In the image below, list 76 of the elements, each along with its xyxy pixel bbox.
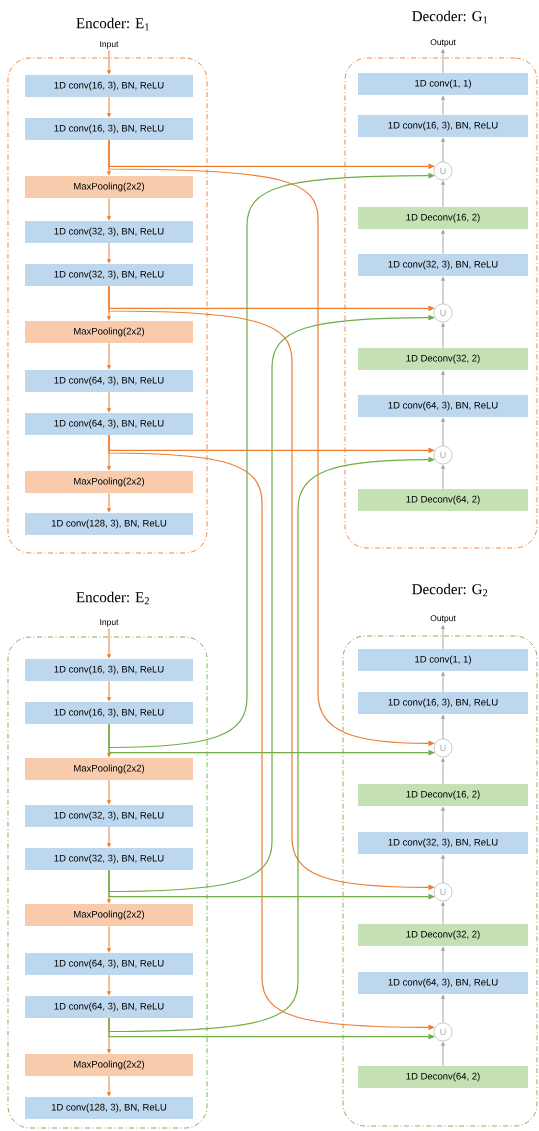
- layer-box: 1D conv(64, 3), BN, ReLU: [358, 972, 528, 994]
- layer-box: 1D conv(128, 3), BN, ReLU: [25, 1097, 193, 1119]
- arrow: [441, 946, 445, 973]
- arrow: [441, 95, 445, 116]
- arrow: [441, 1042, 445, 1067]
- layer-box: 1D conv(32, 3), BN, ReLU: [358, 254, 528, 276]
- layer-box: 1D conv(64, 3), BN, ReLU: [25, 953, 193, 975]
- arrow: [441, 994, 445, 1024]
- layer-box: MaxPooling(2x2): [25, 471, 193, 493]
- io-label: Input: [100, 41, 119, 49]
- layer-box: 1D conv(16, 3), BN, ReLU: [25, 75, 193, 97]
- arrow: [107, 342, 111, 370]
- arrow: [107, 628, 111, 659]
- layer-box: 1D conv(32, 3), BN, ReLU: [358, 832, 528, 854]
- arrow: [441, 370, 445, 396]
- layer-box: 1D conv(1, 1): [358, 73, 528, 95]
- frame-title: Decoder: G$_{1}$: [412, 10, 488, 24]
- arrow: [107, 779, 111, 805]
- arrow: [441, 854, 445, 884]
- arrow: [107, 242, 111, 264]
- arrow: [107, 50, 111, 75]
- layer-box: MaxPooling(2x2): [25, 321, 193, 343]
- arrow: [441, 229, 445, 255]
- layer-box: 1D conv(32, 3), BN, ReLU: [25, 221, 193, 243]
- layer-box: 1D conv(16, 3), BN, ReLU: [25, 118, 193, 140]
- arrow: [441, 323, 445, 349]
- arrow: [441, 671, 445, 693]
- arrow: [441, 137, 445, 163]
- arrow: [441, 465, 445, 490]
- arrow: [107, 492, 111, 513]
- layer-box: 1D Deconv(32, 2): [358, 348, 528, 370]
- layer-box: 1D Deconv(64, 2): [358, 1066, 528, 1088]
- layer-box: 1D conv(32, 3), BN, ReLU: [25, 805, 193, 827]
- layer-box: 1D conv(32, 3), BN, ReLU: [25, 848, 193, 870]
- layer-box: 1D conv(16, 3), BN, ReLU: [25, 702, 193, 724]
- arrow: [441, 49, 445, 74]
- arrow: [441, 758, 445, 785]
- arrow: [107, 925, 111, 953]
- layer-box: MaxPooling(2x2): [25, 176, 193, 198]
- arrow: [441, 181, 445, 208]
- layer-box: 1D conv(64, 3), BN, ReLU: [25, 996, 193, 1018]
- io-label: Input: [100, 619, 119, 627]
- arrow: [441, 625, 445, 650]
- arrow: [441, 806, 445, 833]
- arrow: [441, 902, 445, 925]
- frame-title: Decoder: G$_{2}$: [412, 583, 488, 597]
- layer-box: 1D conv(16, 3), BN, ReLU: [25, 659, 193, 681]
- arrow: [441, 276, 445, 305]
- layer-box: MaxPooling(2x2): [25, 1054, 193, 1076]
- layer-box: 1D Deconv(32, 2): [358, 924, 528, 946]
- layer-box: 1D conv(1, 1): [358, 649, 528, 671]
- layer-box: 1D conv(128, 3), BN, ReLU: [25, 513, 193, 535]
- arrow: [441, 417, 445, 447]
- layer-box: MaxPooling(2x2): [25, 758, 193, 780]
- layer-box: 1D Deconv(64, 2): [358, 489, 528, 511]
- layer-box: 1D conv(32, 3), BN, ReLU: [25, 264, 193, 286]
- arrow: [107, 680, 111, 702]
- layer-box: 1D conv(64, 3), BN, ReLU: [25, 370, 193, 392]
- arrow: [107, 391, 111, 413]
- frame-title: Encoder: E$_{1}$: [76, 17, 149, 31]
- layer-box: MaxPooling(2x2): [25, 904, 193, 926]
- io-label: Output: [430, 615, 456, 623]
- layer-box: 1D conv(16, 3), BN, ReLU: [358, 115, 528, 137]
- arrow: [107, 1075, 111, 1097]
- layer-box: 1D conv(16, 3), BN, ReLU: [358, 692, 528, 714]
- arrow: [107, 96, 111, 118]
- layer-box: 1D Deconv(16, 2): [358, 207, 528, 229]
- arrow: [107, 197, 111, 221]
- layer-box: 1D conv(64, 3), BN, ReLU: [358, 395, 528, 417]
- layer-box: 1D Deconv(16, 2): [358, 784, 528, 806]
- io-label: Output: [430, 39, 456, 47]
- arrow: [107, 826, 111, 848]
- arrow: [107, 974, 111, 996]
- arrow: [441, 714, 445, 740]
- layer-box: 1D conv(64, 3), BN, ReLU: [25, 413, 193, 435]
- frame-title: Encoder: E$_{2}$: [76, 591, 149, 605]
